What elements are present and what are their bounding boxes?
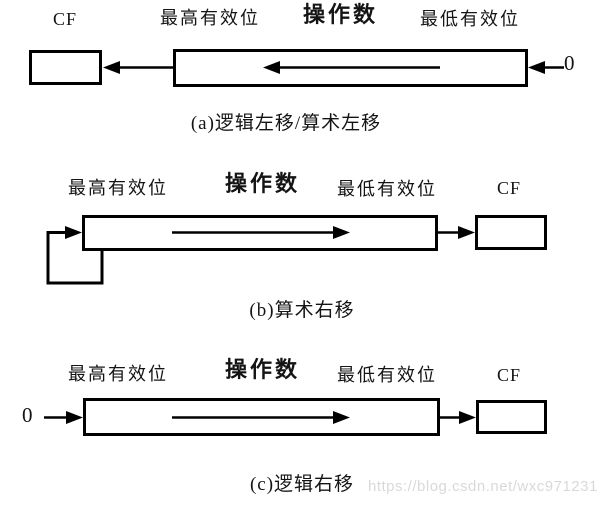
msb-label-b: 最高有效位 — [68, 178, 168, 198]
cf-label-c: CF — [497, 365, 522, 385]
operand-label-c: 操作数 — [225, 357, 301, 382]
operand-label-b: 操作数 — [225, 171, 301, 196]
operand-box-b — [82, 215, 438, 251]
cf-box-a — [29, 50, 102, 85]
watermark: https://blog.csdn.net/wxc971231 — [368, 478, 598, 495]
zero-label-a: 0 — [564, 51, 575, 75]
cf-label-a: CF — [53, 9, 78, 29]
caption-c: (c)逻辑右移 — [249, 474, 355, 495]
msb-label-c: 最高有效位 — [68, 364, 168, 384]
a-zero-in-arrow — [528, 61, 564, 74]
cf-box-b — [475, 215, 547, 250]
lsb-label-b: 最低有效位 — [337, 179, 437, 199]
caption-a: (a)逻辑左移/算术左移 — [190, 113, 382, 134]
b-operand-to-cf-arrow — [438, 226, 475, 239]
cf-label-b: CF — [497, 178, 522, 198]
msb-label-a: 最高有效位 — [160, 8, 260, 28]
c-zero-in-arrow — [44, 411, 83, 424]
zero-label-c: 0 — [22, 403, 33, 427]
cf-box-c — [476, 400, 547, 434]
a-operand-to-cf-arrow — [103, 61, 174, 74]
operand-label-a: 操作数 — [303, 2, 379, 27]
c-operand-to-cf-arrow — [440, 411, 476, 424]
caption-b: (b)算术右移 — [249, 300, 355, 321]
lsb-label-a: 最低有效位 — [420, 9, 520, 29]
lsb-label-c: 最低有效位 — [337, 365, 437, 385]
operand-box-c — [83, 398, 440, 436]
operand-box-a — [173, 49, 528, 87]
